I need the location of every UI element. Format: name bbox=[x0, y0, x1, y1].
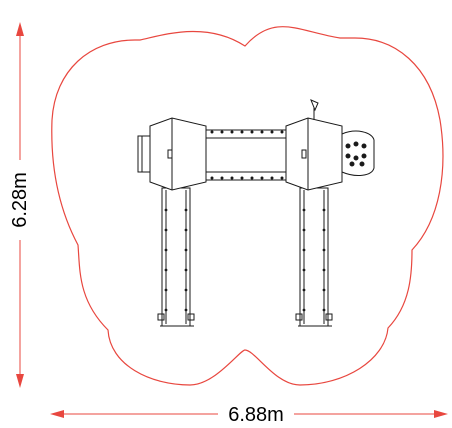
width-dimension: 6.88m bbox=[50, 404, 448, 426]
height-arrow-bottom bbox=[16, 374, 24, 388]
bridge bbox=[205, 129, 289, 181]
right-tower bbox=[285, 99, 343, 191]
height-arrow-top bbox=[16, 22, 24, 36]
left-tower bbox=[137, 117, 207, 191]
right-leg bbox=[295, 187, 333, 327]
width-arrow-left bbox=[50, 410, 64, 418]
width-dimension-label: 6.88m bbox=[228, 404, 284, 426]
left-leg bbox=[157, 187, 195, 327]
play-structure bbox=[137, 99, 375, 327]
height-dimension-label: 6.28m bbox=[9, 172, 31, 228]
height-dimension: 6.28m bbox=[9, 22, 31, 388]
width-arrow-right bbox=[434, 410, 448, 418]
safety-zone-outline bbox=[51, 26, 444, 386]
climbing-wall bbox=[341, 130, 375, 176]
